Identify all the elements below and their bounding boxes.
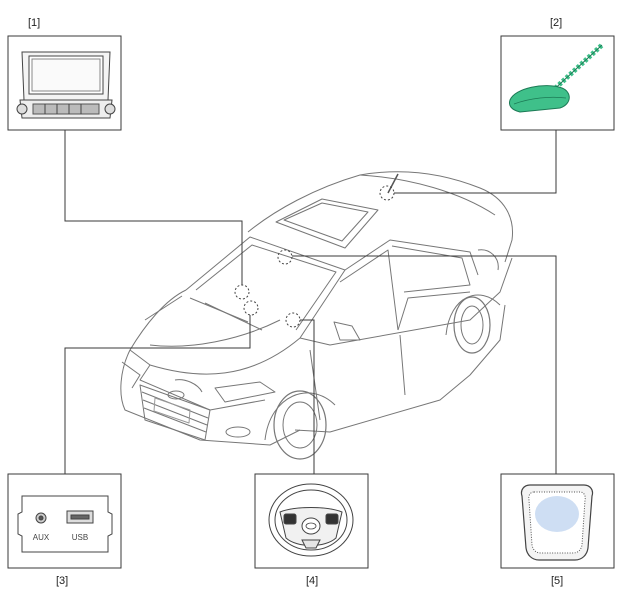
marker-2 (379, 185, 395, 201)
leader-lines (64, 130, 557, 474)
marker-4 (285, 312, 301, 328)
aux-label: AUX (33, 533, 50, 542)
usb-label: USB (72, 533, 88, 542)
leader-line-2 (394, 130, 557, 194)
leader-line-5 (292, 255, 557, 474)
leader-line-1 (64, 130, 243, 285)
marker-3 (243, 300, 259, 316)
leader-line-3 (64, 315, 251, 474)
box-steering-remote (254, 473, 369, 569)
callout-label-5: [5] (551, 575, 564, 587)
antenna-icon (509, 43, 604, 113)
aux-usb-panel-icon (17, 495, 113, 553)
callout-label-1: [1] (28, 17, 41, 29)
marker-5 (277, 249, 293, 265)
callout-label-2: [2] (550, 17, 563, 29)
box-microphone (500, 473, 615, 569)
microphone-icon (520, 484, 594, 561)
callout-label-3: [3] (56, 575, 69, 587)
box-head-unit (7, 35, 122, 131)
marker-1 (234, 284, 250, 300)
head-unit-icon (16, 51, 116, 119)
box-roof-antenna (500, 35, 615, 131)
leader-line-4 (300, 319, 315, 474)
car-illustration (120, 171, 514, 460)
callout-label-4: [4] (306, 575, 319, 587)
box-aux-usb: AUX USB (7, 473, 122, 569)
steering-wheel-icon (268, 483, 354, 557)
